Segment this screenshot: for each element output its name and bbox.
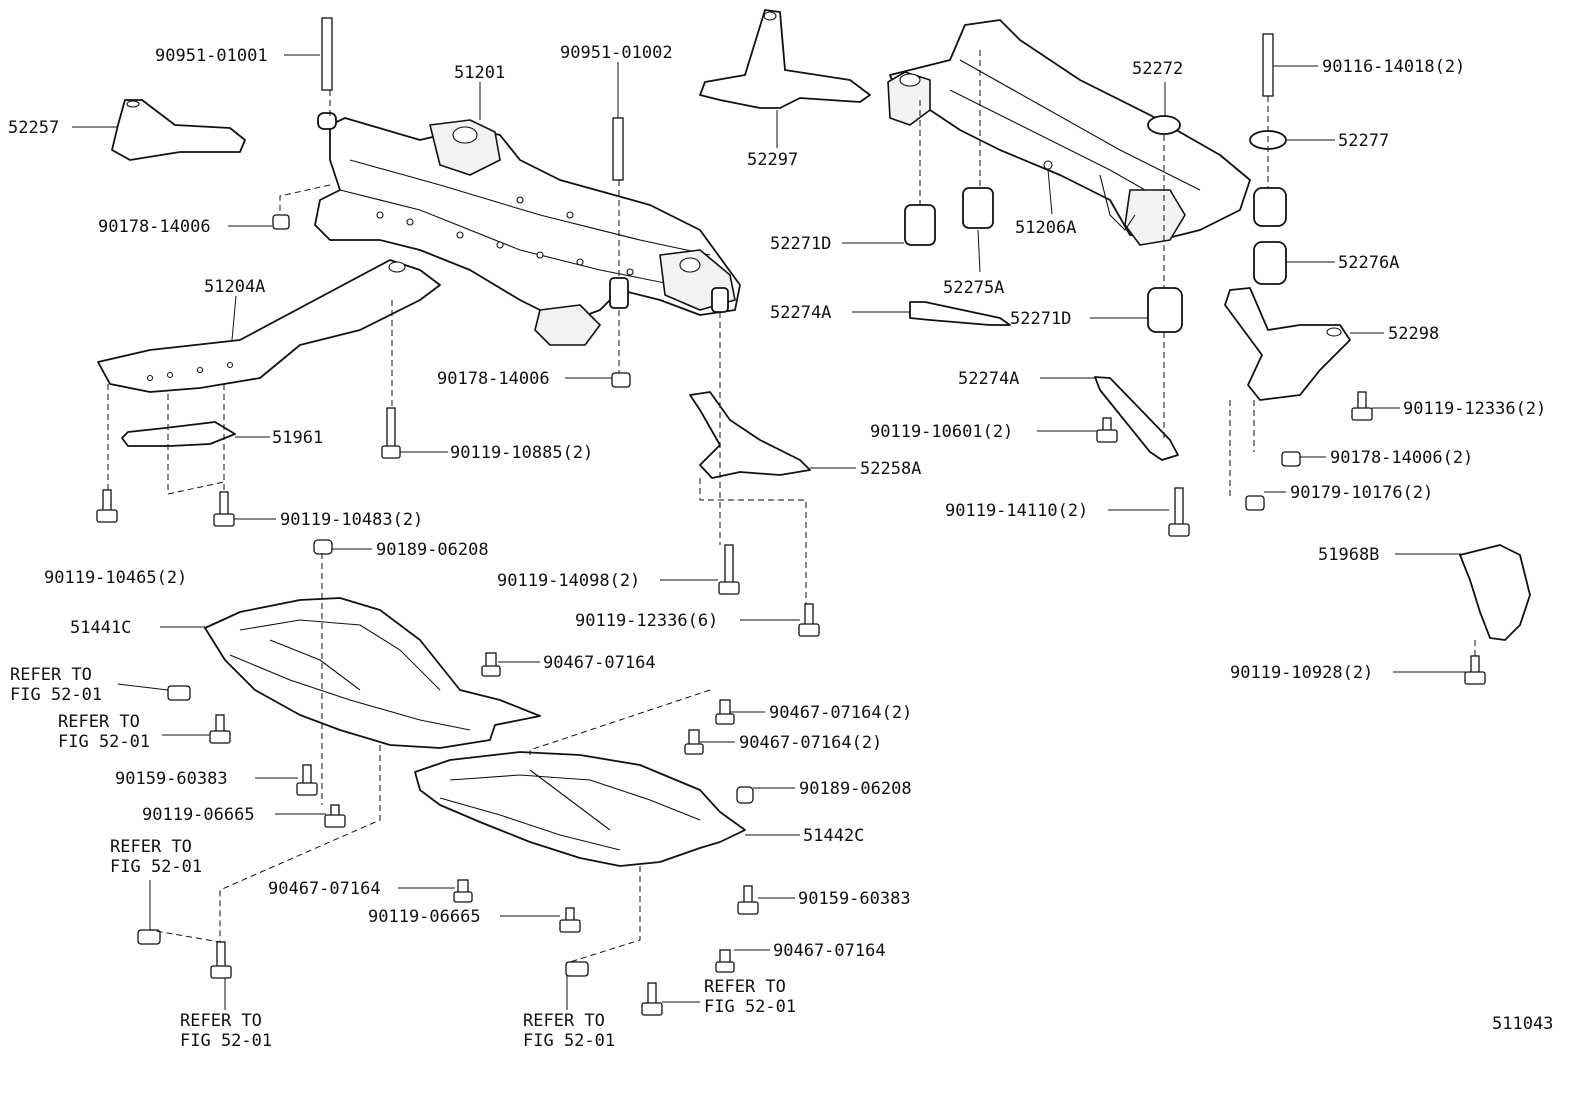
- bracket-52257-drawing: [111, 99, 246, 161]
- label-90119-06665-b: 90119-06665: [368, 907, 481, 927]
- refer-note-1-line2: FIG 52-01: [10, 685, 102, 705]
- refer-note-6-line2: FIG 52-01: [704, 997, 796, 1017]
- refer-note-5-line2: FIG 52-01: [523, 1031, 615, 1051]
- under-cover-51442C-drawing: [414, 751, 746, 867]
- label-90951-01001: 90951-01001: [155, 46, 268, 66]
- refer-note-2-line2: FIG 52-01: [58, 732, 150, 752]
- figure-code: 511043: [1492, 1014, 1553, 1034]
- label-90159-60383-a: 90159-60383: [115, 769, 228, 789]
- bracket-52258A-drawing: [689, 391, 811, 479]
- label-52275A: 52275A: [943, 278, 1004, 298]
- label-90119-06665-a: 90119-06665: [142, 805, 255, 825]
- label-90467-07164-b: 90467-07164: [268, 879, 381, 899]
- label-51442C: 51442C: [803, 826, 864, 846]
- label-90178-14006-a: 90178-14006: [98, 217, 211, 237]
- label-52277: 52277: [1338, 131, 1389, 151]
- part-labels: 90951-01001 52257 51201 90951-01002 5229…: [8, 43, 1546, 961]
- rear-crossmember-drawing: [887, 19, 1251, 246]
- refer-note-6-line1: REFER TO: [704, 977, 786, 997]
- refer-note-4-line2: FIG 52-01: [180, 1031, 272, 1051]
- refer-note-4-line1: REFER TO: [180, 1011, 262, 1031]
- label-90467-07164-a: 90467-07164: [543, 653, 656, 673]
- label-90119-12336-6: 90119-12336(6): [575, 611, 718, 631]
- label-90189-06208-b: 90189-06208: [799, 779, 912, 799]
- front-crossmember-drawing: [314, 112, 741, 346]
- bracket-52298-drawing: [1224, 287, 1351, 401]
- label-52274A-a: 52274A: [770, 303, 831, 323]
- under-cover-51441C-drawing: [204, 597, 541, 749]
- label-90119-10928: 90119-10928(2): [1230, 663, 1373, 683]
- label-90951-01002: 90951-01002: [560, 43, 673, 63]
- label-52274A-b: 52274A: [958, 369, 1019, 389]
- label-90159-60383-b: 90159-60383: [798, 889, 911, 909]
- label-51204A: 51204A: [204, 277, 265, 297]
- label-90119-12336-2: 90119-12336(2): [1403, 399, 1546, 419]
- label-90119-10483: 90119-10483(2): [280, 510, 423, 530]
- label-90119-14110: 90119-14110(2): [945, 501, 1088, 521]
- label-90178-14006-b: 90178-14006: [437, 369, 550, 389]
- label-90119-14098: 90119-14098(2): [497, 571, 640, 591]
- label-52298: 52298: [1388, 324, 1439, 344]
- label-90467-07164-c: 90467-07164: [773, 941, 886, 961]
- label-52297: 52297: [747, 150, 798, 170]
- label-90119-10601: 90119-10601(2): [870, 422, 1013, 442]
- link-52274A-lower-drawing: [1094, 376, 1179, 461]
- label-90179-10176: 90179-10176(2): [1290, 483, 1433, 503]
- bracket-52297-drawing: [699, 9, 871, 109]
- label-52272: 52272: [1132, 59, 1183, 79]
- brace-51204A-drawing: [97, 259, 441, 393]
- label-90467-07164-2a: 90467-07164(2): [769, 703, 912, 723]
- label-52257: 52257: [8, 118, 59, 138]
- label-52271D-b: 52271D: [1010, 309, 1071, 329]
- label-51968B: 51968B: [1318, 545, 1379, 565]
- refer-note-5-line1: REFER TO: [523, 1011, 605, 1031]
- label-90467-07164-2b: 90467-07164(2): [739, 733, 882, 753]
- label-52276A: 52276A: [1338, 253, 1399, 273]
- fasteners-drawing: [96, 214, 1486, 1016]
- label-51201: 51201: [454, 63, 505, 83]
- label-51961: 51961: [272, 428, 323, 448]
- assembly-lines: [107, 50, 1476, 963]
- refer-notes: REFER TO FIG 52-01 REFER TO FIG 52-01 RE…: [10, 665, 796, 1051]
- label-51441C: 51441C: [70, 618, 131, 638]
- refer-note-3-line1: REFER TO: [110, 837, 192, 857]
- refer-note-3-line2: FIG 52-01: [110, 857, 202, 877]
- label-90116-14018: 90116-14018(2): [1322, 57, 1465, 77]
- plate-51961-drawing: [121, 421, 236, 447]
- label-90119-10465: 90119-10465(2): [44, 568, 187, 588]
- bushings-drawing: [904, 115, 1287, 333]
- label-90178-14006-c: 90178-14006(2): [1330, 448, 1473, 468]
- bracket-51968B-drawing: [1459, 544, 1531, 641]
- label-90189-06208-a: 90189-06208: [376, 540, 489, 560]
- label-51206A: 51206A: [1015, 218, 1076, 238]
- link-52274A-upper-drawing: [909, 301, 1011, 326]
- label-52258A: 52258A: [860, 459, 921, 479]
- refer-note-2-line1: REFER TO: [58, 712, 140, 732]
- leader-lines: [72, 54, 1466, 1010]
- refer-note-1-line1: REFER TO: [10, 665, 92, 685]
- label-52271D-a: 52271D: [770, 234, 831, 254]
- label-90119-10885: 90119-10885(2): [450, 443, 593, 463]
